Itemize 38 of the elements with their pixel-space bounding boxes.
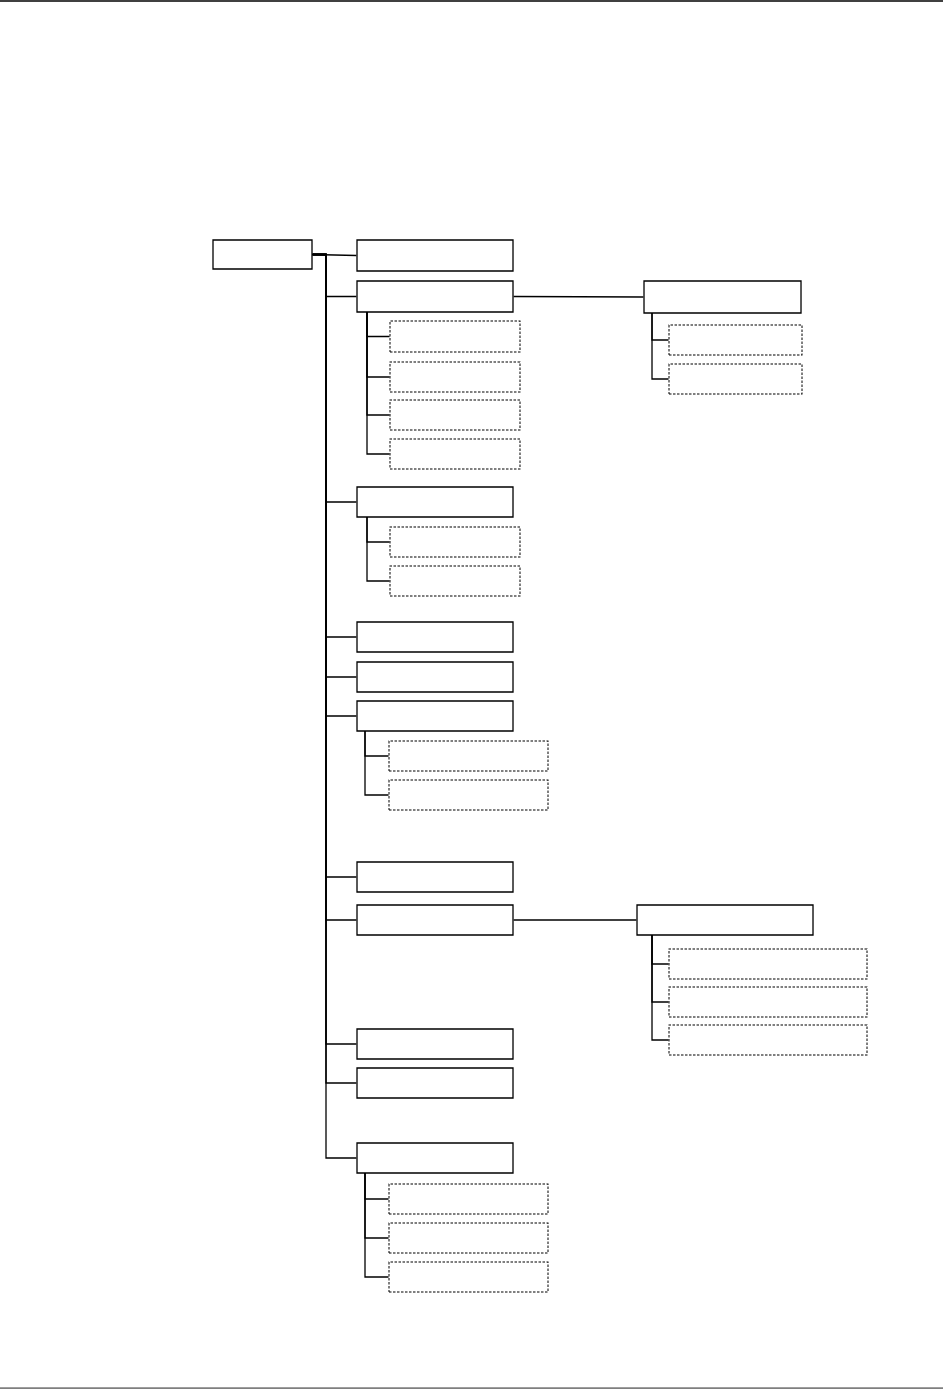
box (356, 1067, 514, 1099)
box (643, 280, 802, 314)
connector-line (651, 312, 670, 380)
box (356, 1142, 514, 1174)
dashed-box (668, 324, 803, 356)
box (356, 280, 514, 313)
dashed-box (668, 948, 868, 980)
dashed-box (388, 740, 549, 772)
dashed-box (388, 1222, 549, 1254)
box (356, 904, 514, 936)
box (356, 700, 514, 732)
dashed-box (389, 361, 521, 393)
connector-line (513, 919, 637, 921)
box (356, 239, 514, 272)
dashed-box (388, 779, 549, 811)
box (356, 1028, 514, 1060)
dashed-box (668, 986, 868, 1018)
connector-line (364, 730, 390, 796)
dashed-box (388, 1183, 549, 1215)
connector-line (513, 295, 644, 298)
dashed-box (389, 399, 521, 431)
box (356, 661, 514, 693)
connector-line (364, 1172, 390, 1278)
connector-line (366, 516, 391, 582)
dashed-box (389, 526, 521, 558)
dashed-box (389, 565, 521, 597)
dashed-box (668, 363, 803, 395)
box (356, 486, 514, 518)
dashed-box (389, 438, 521, 470)
dashed-box (668, 1024, 868, 1056)
dashed-box (388, 1261, 549, 1293)
box (356, 621, 514, 653)
dashed-box (389, 320, 521, 353)
box (212, 239, 313, 270)
connector-line (366, 311, 391, 455)
connector-line (651, 934, 670, 1041)
box (636, 904, 814, 936)
box (356, 861, 514, 893)
